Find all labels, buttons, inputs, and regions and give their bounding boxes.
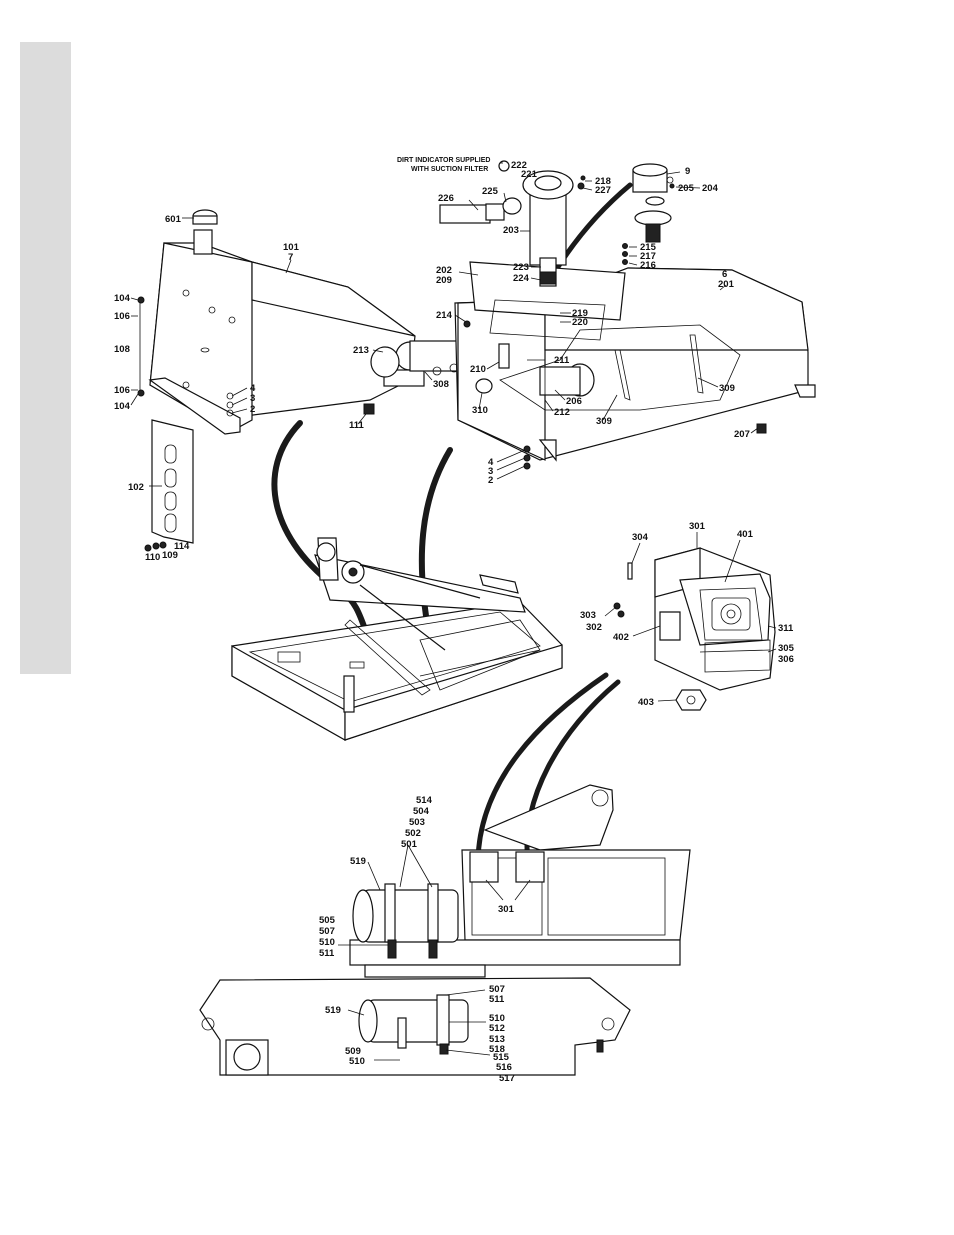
callout-label: 513 <box>489 1034 505 1045</box>
callout-label: 302 <box>586 622 602 633</box>
callout-label: 201 <box>718 279 735 290</box>
dirt-indicator-note-line2: WITH SUCTION FILTER <box>411 166 488 173</box>
leader-lines <box>130 162 777 1061</box>
callout-label: 2 <box>250 404 255 415</box>
callout-label: 7 <box>288 252 293 263</box>
callout-label: 402 <box>613 632 629 643</box>
callout-label: 301 <box>498 904 515 915</box>
callout-label: 501 <box>401 839 418 850</box>
callout-label: 210 <box>470 364 486 375</box>
callout-label: 504 <box>413 806 430 817</box>
callout-label: 4 <box>250 383 256 394</box>
callout-label: 109 <box>162 550 178 561</box>
callout-label: 104 <box>114 293 131 304</box>
callout-label: 507 <box>489 984 505 995</box>
callout-label: 511 <box>489 994 505 1005</box>
callout-label: 226 <box>438 193 454 204</box>
callout-label: 2 <box>488 475 493 486</box>
callout-label: 106 <box>114 311 130 322</box>
hydraulic-tank <box>137 209 486 435</box>
callout-label: 9 <box>685 166 690 177</box>
boom-assembly <box>349 784 691 978</box>
callout-label: 110 <box>145 552 160 563</box>
callout-label: 225 <box>482 186 499 197</box>
callout-label: 519 <box>325 1005 341 1016</box>
callout-label: 206 <box>566 396 582 407</box>
callout-label: 518 <box>489 1044 505 1055</box>
callout-label: 304 <box>632 532 649 543</box>
bracket-102 <box>144 419 194 552</box>
callout-label: 203 <box>503 225 519 236</box>
callout-label: 514 <box>416 795 433 806</box>
callout-label: 205 <box>678 183 695 194</box>
callout-label: 202 <box>436 265 452 276</box>
callout-label: 224 <box>513 273 530 284</box>
callout-label: 106 <box>114 385 130 396</box>
control-valve <box>613 547 776 711</box>
callout-label: 221 <box>521 169 538 180</box>
callout-label: 114 <box>174 541 190 552</box>
callout-label: 517 <box>499 1073 515 1084</box>
callout-label: 401 <box>737 529 754 540</box>
machine-frame <box>231 537 563 742</box>
callout-label: 101 <box>283 242 300 253</box>
callout-label: 309 <box>719 383 735 394</box>
callout-label: 215 <box>640 242 657 253</box>
callout-label: 305 <box>778 643 795 654</box>
callout-label: 218 <box>595 176 611 187</box>
callout-label: 311 <box>778 623 794 634</box>
callout-label: 509 <box>345 1046 361 1057</box>
callout-label: 309 <box>596 416 612 427</box>
callout-label: 211 <box>554 355 570 366</box>
callout-label: 217 <box>640 251 656 262</box>
callout-label: 301 <box>689 521 706 532</box>
callout-label: 213 <box>353 345 369 356</box>
callout-label: 204 <box>702 183 719 194</box>
callout-label: 507 <box>319 926 335 937</box>
callout-label: 207 <box>734 429 750 440</box>
base-assembly <box>199 977 631 1076</box>
callout-label: 6 <box>722 269 727 280</box>
hose-bundles <box>271 182 633 865</box>
callout-labels: 601 101 7 104 106 108 106 104 4 3 2 111 … <box>114 160 795 1084</box>
callout-label: 505 <box>319 915 336 926</box>
callout-label: 601 <box>165 214 182 225</box>
breather-assembly <box>622 163 675 265</box>
callout-label: 220 <box>572 317 588 328</box>
callout-label: 503 <box>409 817 425 828</box>
callout-label: 102 <box>128 482 144 493</box>
callout-label: 3 <box>488 466 493 477</box>
callout-label: 209 <box>436 275 452 286</box>
callout-label: 511 <box>319 948 335 959</box>
callout-label: 219 <box>572 308 588 319</box>
callout-label: 519 <box>350 856 366 867</box>
callout-label: 403 <box>638 697 654 708</box>
callout-label: 510 <box>319 937 335 948</box>
callout-label: 222 <box>511 160 527 171</box>
return-tank <box>454 261 816 470</box>
callout-label: 510 <box>489 1013 505 1024</box>
callout-label: 515 <box>493 1052 510 1063</box>
callout-label: 310 <box>472 405 488 416</box>
callout-label: 216 <box>640 260 656 271</box>
callout-label: 502 <box>405 828 421 839</box>
callout-label: 303 <box>580 610 596 621</box>
callout-label: 111 <box>349 420 365 431</box>
callout-label: 4 <box>488 457 494 468</box>
callout-label: 108 <box>114 344 130 355</box>
callout-label: 214 <box>436 310 453 321</box>
callout-label: 516 <box>496 1062 512 1073</box>
dirt-indicator-note-line1: DIRT INDICATOR SUPPLIED <box>397 157 490 164</box>
side-tab <box>20 42 71 674</box>
callout-label: 223 <box>513 262 529 273</box>
callout-label: 104 <box>114 401 131 412</box>
callout-label: 227 <box>595 185 611 196</box>
callout-label: 308 <box>433 379 449 390</box>
callout-label: 3 <box>250 393 255 404</box>
callout-label: 212 <box>554 407 570 418</box>
callout-label: 510 <box>349 1056 365 1067</box>
callout-label: 512 <box>489 1023 505 1034</box>
callout-label: 306 <box>778 654 794 665</box>
